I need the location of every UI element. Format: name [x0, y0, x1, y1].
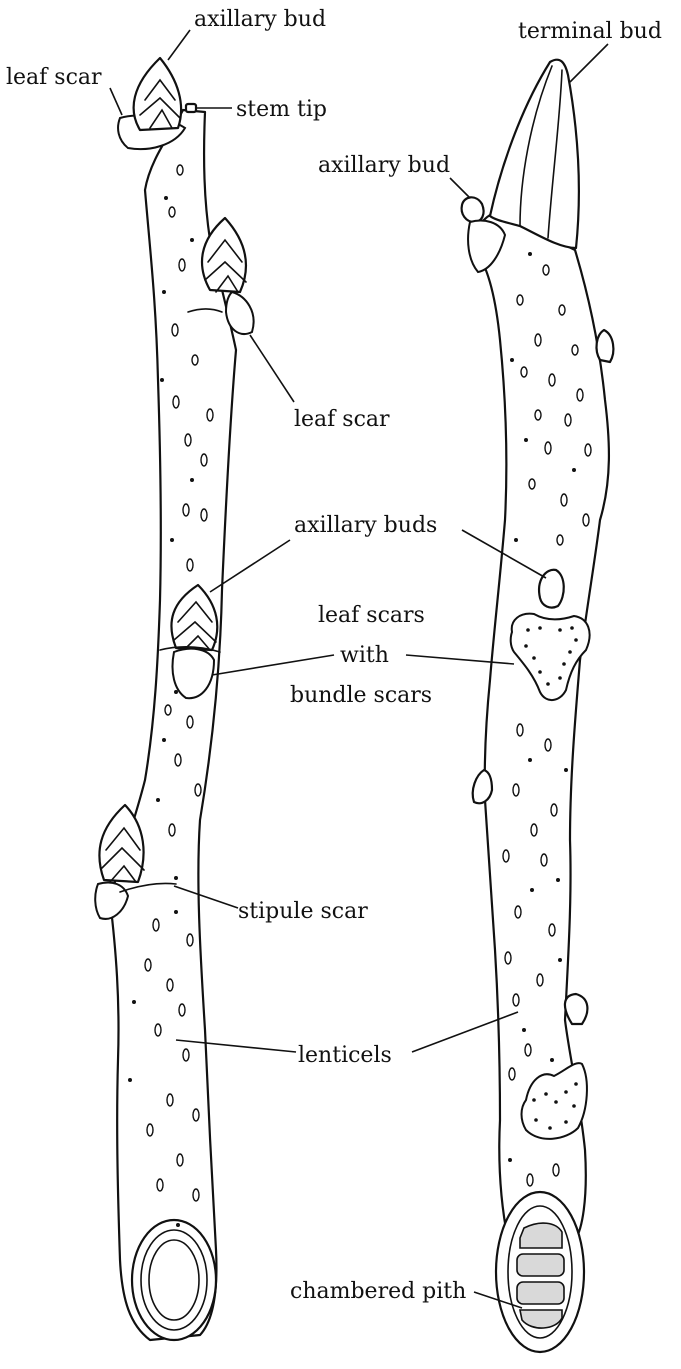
right-twig	[462, 60, 614, 1352]
leader-axillary-bud-right	[450, 178, 470, 198]
right-top-axillary-bud	[462, 197, 484, 222]
label-leaf-scar-mid: leaf scar	[294, 407, 390, 432]
right-side-bud-left	[473, 770, 492, 803]
left-twig-stem	[110, 110, 236, 1340]
label-leaf-scars-line2: with	[340, 643, 389, 668]
right-terminal-bud	[490, 60, 579, 248]
label-leaf-scar-left: leaf scar	[6, 65, 102, 90]
left-cut-end	[132, 1220, 216, 1340]
label-axillary-buds: axillary buds	[294, 513, 437, 538]
pith-chamber-2	[517, 1254, 564, 1276]
left-stem-tip	[186, 104, 196, 112]
label-lenticels: lenticels	[298, 1043, 392, 1068]
leader-axillary-bud-left	[168, 30, 190, 60]
right-cut-end	[496, 1192, 584, 1352]
pith-chamber-3	[517, 1282, 564, 1304]
label-stem-tip: stem tip	[236, 97, 327, 122]
label-leaf-scars-line1: leaf scars	[318, 603, 425, 628]
label-chambered-pith: chambered pith	[290, 1279, 466, 1304]
leader-leaf-scars-left	[212, 655, 334, 675]
leader-leaf-scar-left	[110, 88, 122, 115]
leader-terminal-bud	[570, 44, 608, 82]
pith-chamber-1	[520, 1223, 562, 1248]
left-top-axillary-bud	[134, 58, 181, 130]
right-lower-axillary-bud	[565, 994, 587, 1024]
leader-leaf-scar-mid	[250, 335, 294, 402]
label-terminal-bud: terminal bud	[518, 19, 662, 44]
label-leaf-scars-line3: bundle scars	[290, 683, 432, 708]
label-axillary-bud-right: axillary bud	[318, 153, 450, 178]
right-side-bud-upper	[597, 330, 614, 362]
label-stipule-scar: stipule scar	[238, 899, 368, 924]
label-axillary-bud-left: axillary bud	[194, 7, 326, 32]
left-twig	[95, 58, 253, 1340]
